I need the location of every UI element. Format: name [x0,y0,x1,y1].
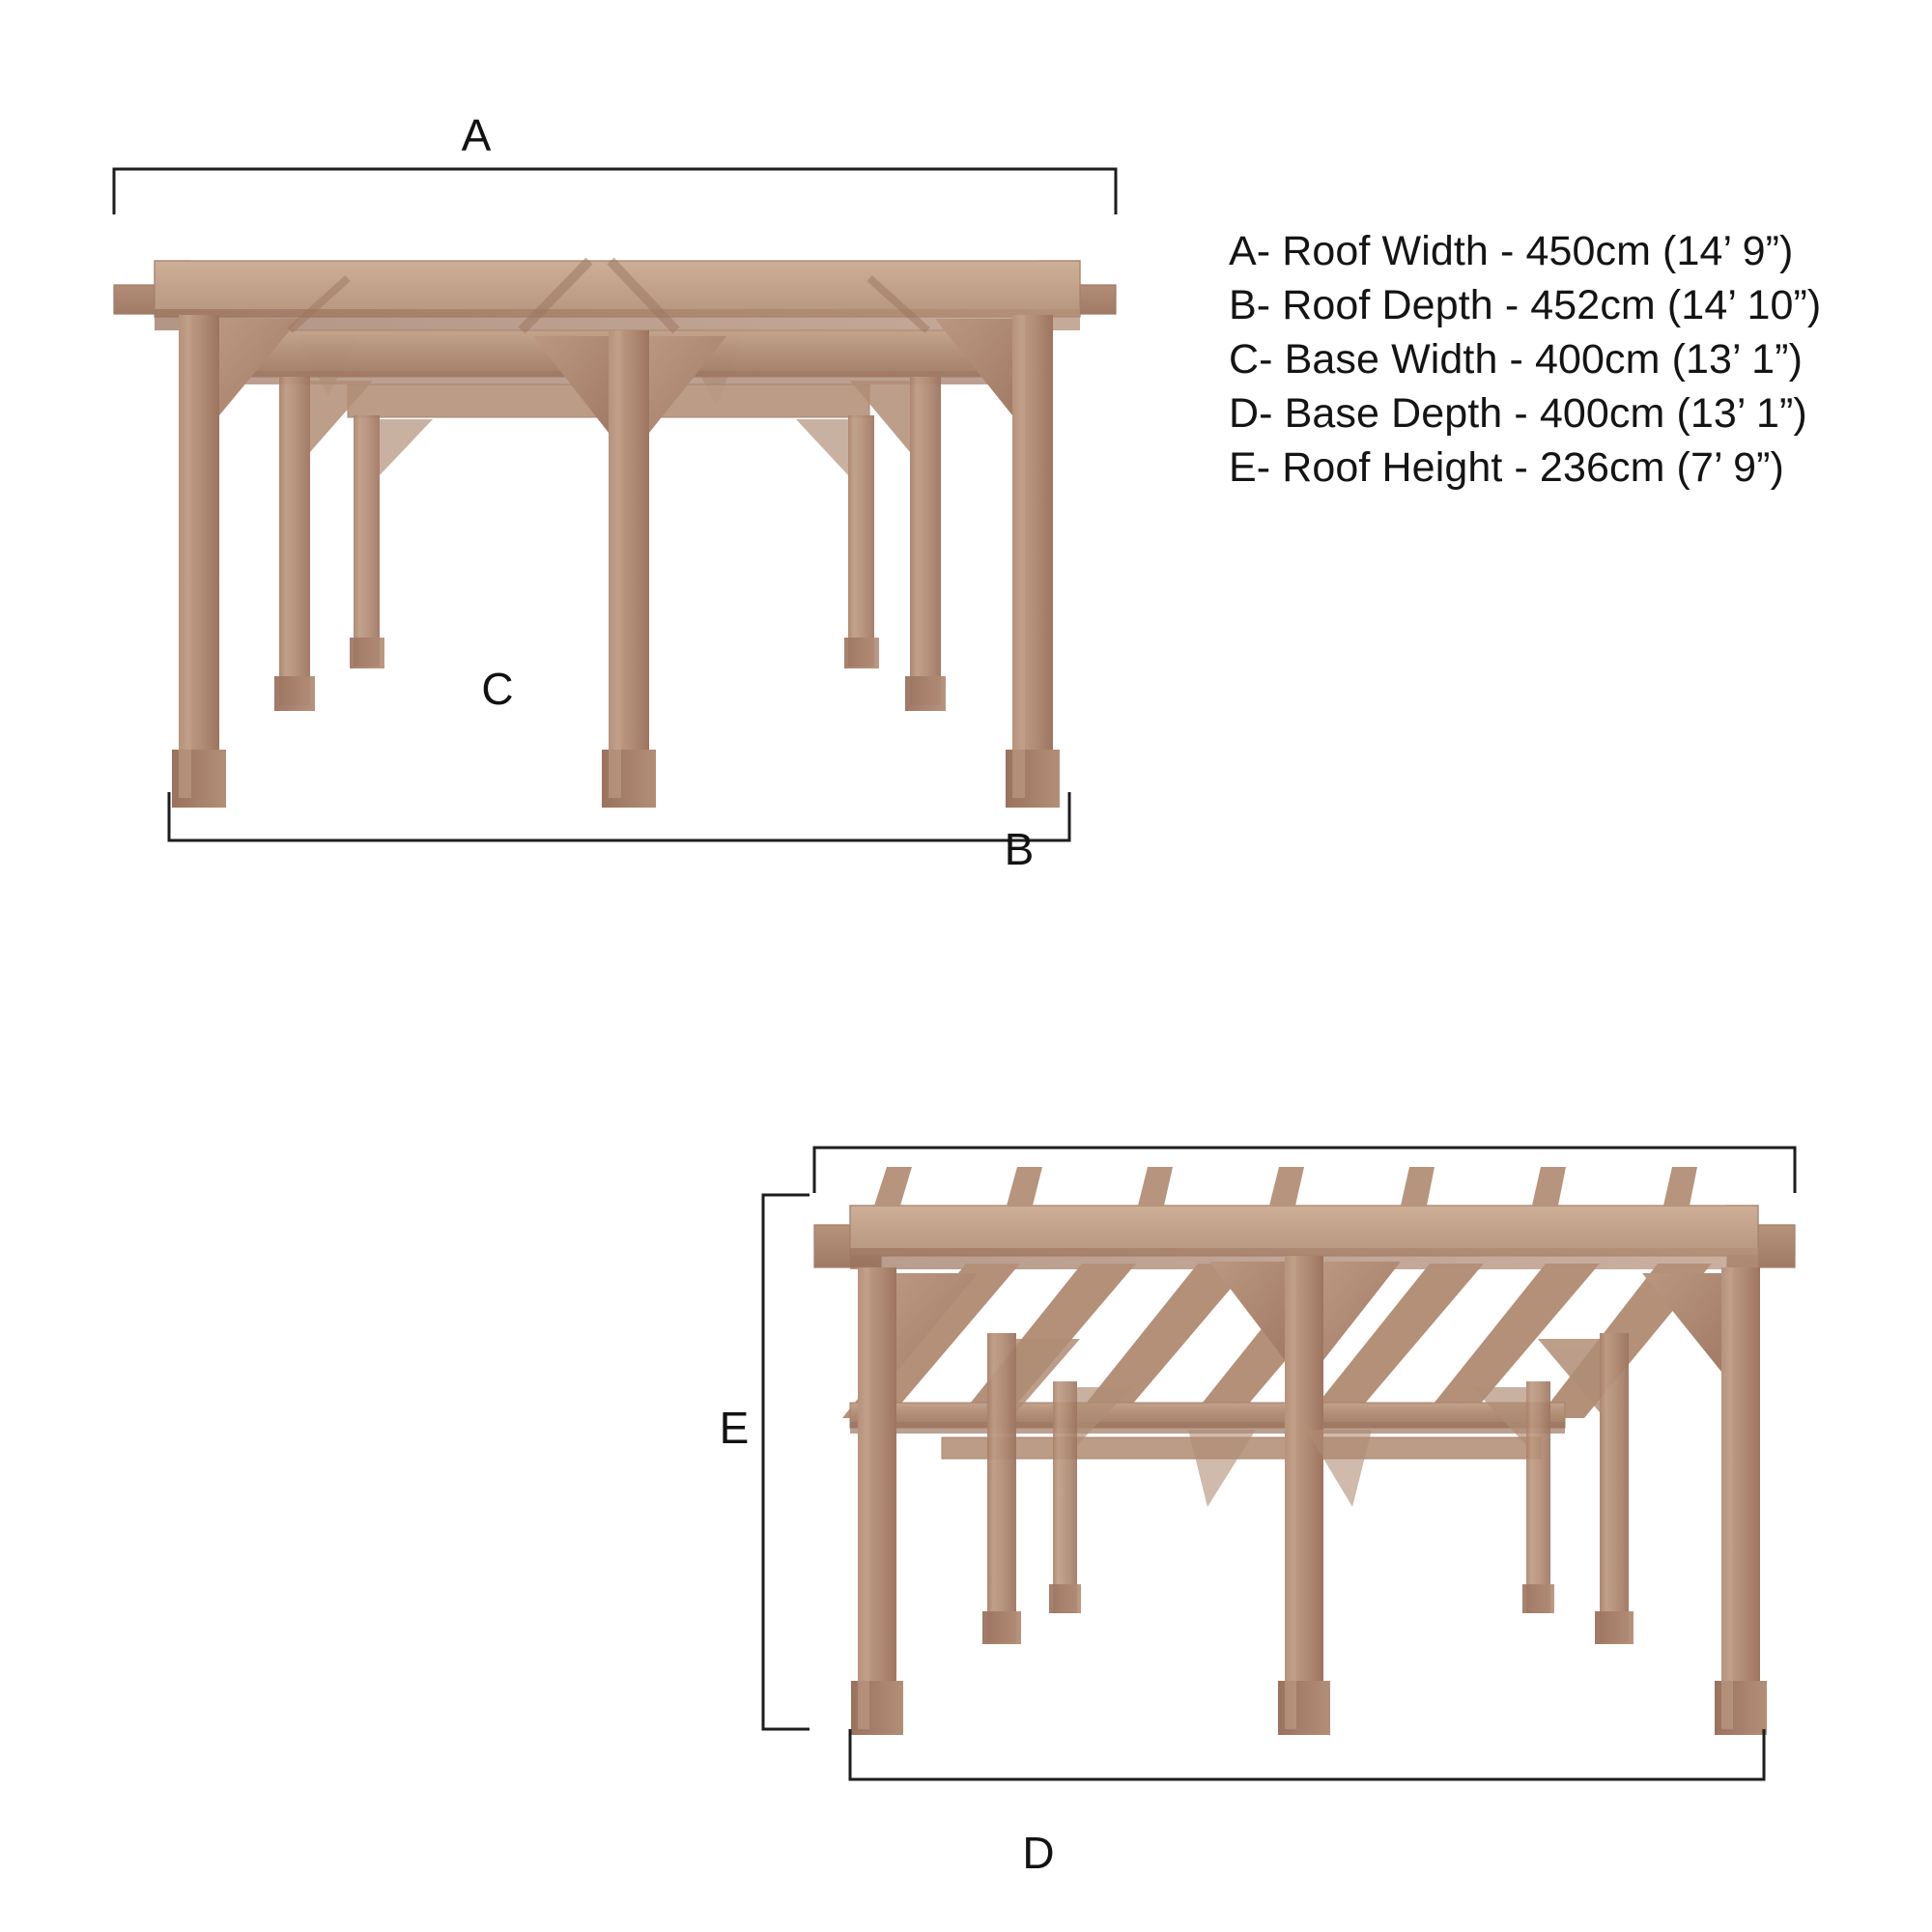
dimension-bracket-A [114,169,1116,214]
dimension-bracket-E [763,1195,810,1729]
legend-line-c: C- Base Width - 400cm (13’ 1”) [1229,336,1804,383]
rear-knee-brace-group [310,381,910,475]
mid-tie-beam [849,1402,1566,1434]
rafter-tail-group [874,1167,1697,1206]
dimension-bracket-B [814,1148,1795,1193]
roof-top-beam [813,1205,1796,1269]
dimension-label-a: A [461,110,492,160]
pergola-side-structure [813,1167,1796,1735]
post-front-left [172,315,226,808]
dimension-label-e: E [719,1403,750,1453]
knee-brace-side-group [896,1262,1721,1372]
post-side-far-right-inner [1522,1381,1554,1613]
post-rear-left [274,377,315,711]
post-rear-right-inner [844,415,879,668]
fascia-truss-lines [287,257,930,334]
post-side-far-left [982,1333,1021,1644]
post-rear-right [905,377,946,711]
post-rear-left-inner [350,415,384,668]
post-side-right [1715,1267,1767,1735]
dimension-label-c: C [481,664,514,714]
legend-line-d: D- Base Depth - 400cm (13’ 1”) [1229,390,1807,437]
post-side-far-left-inner [1049,1381,1081,1613]
legend-line-a: A- Roof Width - 450cm (14’ 9”) [1229,228,1794,274]
dimension-bracket-D [850,1729,1764,1779]
post-front-center [602,330,656,808]
legend-line-e: E- Roof Height - 236cm (7’ 9”) [1229,444,1784,491]
dimension-legend: A- Roof Width - 450cm (14’ 9”) B- Roof D… [1229,224,1847,495]
post-front-right [1006,315,1060,808]
knee-brace-group [219,319,1012,433]
dimension-bracket-C [169,792,1069,840]
knee-brace-side-far-group [1016,1339,1600,1507]
dimension-label-b: B [1004,824,1035,874]
post-side-left [851,1267,903,1735]
post-side-center [1278,1256,1330,1735]
dimension-label-d: D [1022,1828,1055,1878]
post-side-far-right [1595,1333,1634,1644]
legend-line-b: B- Roof Depth - 452cm (14’ 10”) [1229,282,1822,328]
pergola-front-structure [113,257,1117,808]
